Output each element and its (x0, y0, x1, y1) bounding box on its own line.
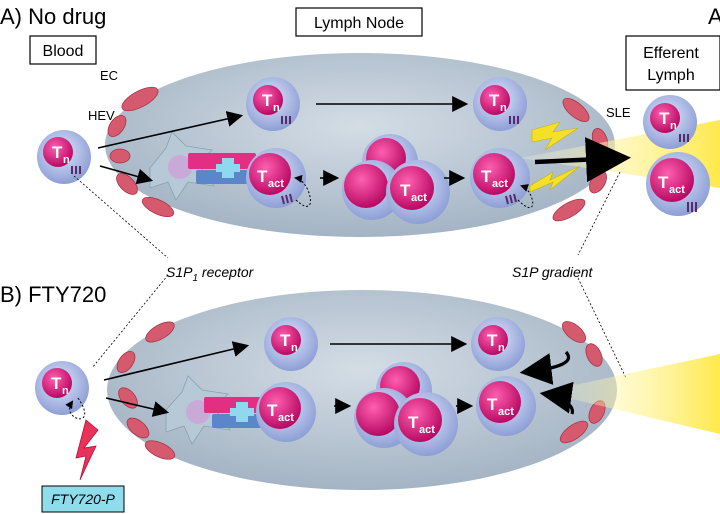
cell-n-label: n (500, 102, 507, 114)
drug-bolt (75, 419, 99, 481)
cell-act-label: act (498, 406, 514, 418)
panel-b-title: B) FTY720 (0, 282, 106, 307)
label-pointers (73, 171, 627, 379)
s1p-gradient-label: S1P gradient (512, 264, 594, 280)
cell-n-label: n (498, 342, 505, 354)
cell-t-label: T (487, 395, 498, 414)
hev-label: HEV (88, 108, 115, 123)
migration-arrows-a (97, 96, 469, 186)
cell-n-label: n (273, 102, 280, 114)
dendritic-cell-a (149, 131, 256, 201)
cell-t-label: T (51, 374, 62, 393)
cell-t-label: T (481, 167, 492, 186)
cell-t-label: T (280, 331, 291, 350)
migration-arrows-b (103, 336, 474, 417)
dendritic-cell-b (165, 375, 272, 445)
drug-box (41, 485, 125, 513)
panel-a-title: A) No drug (0, 4, 106, 29)
egress-arrow-a (534, 137, 631, 183)
cell-t-label: T (400, 181, 411, 200)
naive-cell-exit-b: T n (471, 317, 525, 371)
lymph-node-box (295, 7, 423, 37)
cell-t-label: T (659, 109, 670, 128)
activated-cell-exit-b: T act (476, 376, 536, 436)
cell-t-label: T (658, 173, 669, 192)
activated-cell-node-a: T act (246, 148, 311, 208)
ec-label: EC (100, 68, 118, 83)
naive-cell-blood-a: T n (37, 130, 91, 184)
proliferating-cells-b: T act (354, 362, 458, 456)
naive-cell-exit-a: T n (473, 77, 527, 131)
cell-n-label: n (291, 342, 298, 354)
cell-act-label: act (669, 184, 685, 196)
cell-act-label: act (278, 412, 294, 424)
s1p-gradient-b (542, 354, 720, 434)
cell-t-label: T (408, 413, 419, 432)
sle-label: SLE (606, 105, 631, 120)
cell-n-label: n (63, 154, 70, 166)
cell-act-label: act (411, 192, 427, 204)
lightning-upper-a (531, 121, 579, 151)
naive-cell-node-a: T n (246, 77, 300, 131)
cell-act-label: act (492, 178, 508, 190)
naive-cell-blood-b: T n (35, 361, 89, 420)
lymph-node-label: Lymph Node (314, 15, 404, 32)
efferent-label-2: Lymph (647, 67, 694, 84)
cell-t-label: T (262, 91, 273, 110)
cell-t-label: T (267, 401, 278, 420)
activated-cell-lymph-a: T act (646, 152, 710, 216)
cell-t-label: T (52, 143, 63, 162)
naive-cell-node-b: T n (264, 317, 318, 371)
cell-t-label: T (489, 91, 500, 110)
proliferating-cells-a: T act (342, 134, 450, 224)
cell-act-label: act (419, 424, 435, 436)
blood-box (29, 35, 97, 65)
efferent-lymph-box (625, 35, 720, 91)
blood-label: Blood (43, 43, 84, 60)
cell-n-label: n (62, 385, 69, 397)
naive-cell-lymph-a: T n (643, 95, 697, 149)
panel-corner-letter: A (708, 4, 720, 29)
s1p1-receptor-label: S1P1 receptor (166, 264, 255, 284)
cell-act-label: act (268, 178, 284, 190)
activated-cell-node-b: T act (256, 382, 316, 442)
efferent-label-1: Efferent (643, 45, 699, 62)
endothelial-cells-b (116, 321, 606, 460)
cell-n-label: n (670, 120, 677, 132)
retention-arrows-b (519, 350, 574, 415)
lightning-lower-a (529, 165, 581, 193)
cell-t-label: T (257, 167, 268, 186)
activated-cell-exit-a: T act (470, 148, 534, 209)
cell-t-label: T (487, 331, 498, 350)
drug-label: FTY720-P (51, 491, 115, 507)
